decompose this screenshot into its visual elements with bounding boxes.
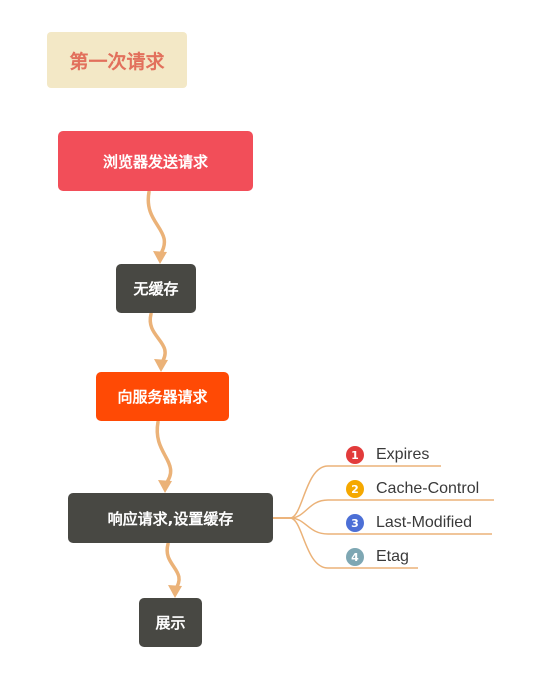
- node-browser-send-request: 浏览器发送请求: [58, 131, 253, 191]
- connector-4-5: [165, 542, 181, 592]
- number-badge-2: 2: [346, 480, 364, 498]
- node-request-server: 向服务器请求: [96, 372, 229, 421]
- node-respond-set-cache: 响应请求,设置缓存: [68, 493, 273, 543]
- number-badge-4: 4: [346, 548, 364, 566]
- branch-label-expires: Expires: [376, 446, 430, 463]
- branch-label-etag: Etag: [376, 548, 409, 565]
- diagram-title: 第一次请求: [47, 32, 187, 88]
- node-no-cache: 无缓存: [116, 264, 196, 313]
- node-display: 展示: [139, 598, 202, 647]
- arrowhead-2: [153, 251, 167, 264]
- branch-label-cache-control: Cache-Control: [376, 480, 480, 497]
- branch-line-4: [273, 517, 418, 569]
- branch-last-modified: 3 Last-Modified: [346, 512, 472, 534]
- branch-expires: 1 Expires: [346, 444, 429, 466]
- connector-3-4: [155, 420, 173, 487]
- arrowhead-5: [168, 585, 182, 598]
- arrowhead-4: [158, 480, 172, 493]
- connector-1-2: [146, 190, 167, 257]
- branch-cache-control: 2 Cache-Control: [346, 478, 479, 500]
- arrowhead-3: [154, 359, 168, 372]
- number-badge-1: 1: [346, 446, 364, 464]
- number-badge-3: 3: [346, 514, 364, 532]
- branch-etag: 4 Etag: [346, 546, 409, 568]
- connector-2-3: [148, 312, 167, 366]
- branch-label-last-modified: Last-Modified: [376, 514, 473, 531]
